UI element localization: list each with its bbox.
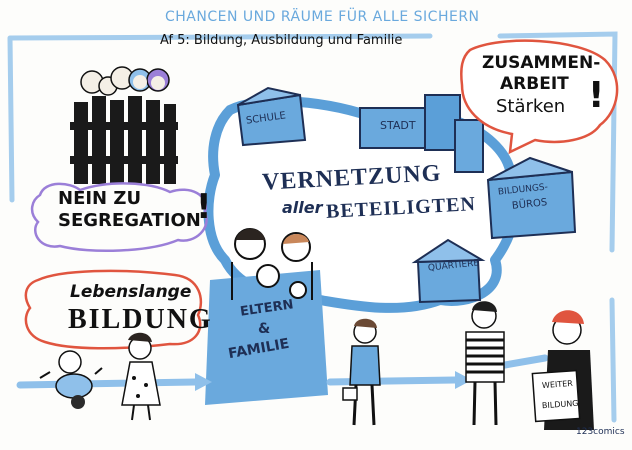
label-city: STADT bbox=[380, 119, 416, 132]
artist-credit: 123comics bbox=[576, 427, 625, 437]
page-title: CHANCEN UND RÄUME FÜR ALLE SICHERN bbox=[165, 9, 480, 25]
cooperation-text-line3: Stärken bbox=[496, 96, 566, 117]
cooperation-bubble bbox=[460, 39, 619, 155]
school-building bbox=[236, 86, 307, 147]
baby-figure bbox=[39, 350, 103, 409]
segregation-text-line1: NEIN ZU bbox=[58, 188, 142, 209]
family-block bbox=[205, 228, 328, 405]
neighbourhood-house bbox=[411, 238, 486, 304]
older-man-figure bbox=[531, 310, 594, 430]
segregation-text-line2: SEGREGATION bbox=[58, 210, 201, 231]
cooperation-text-line1: ZUSAMMEN- bbox=[482, 53, 601, 73]
woman-figure bbox=[342, 318, 381, 426]
family-label-2: & bbox=[258, 321, 271, 337]
young-man-figure bbox=[465, 301, 505, 426]
city-buildings bbox=[359, 94, 484, 173]
segregation-bubble bbox=[30, 182, 208, 253]
segregation-exclamation: ! bbox=[196, 187, 212, 227]
lifelong-text: Lebenslange bbox=[70, 282, 192, 302]
frame-stroke bbox=[7, 31, 618, 423]
network-aller: aller bbox=[282, 198, 323, 217]
girl-figure bbox=[121, 332, 161, 421]
education-text: BILDUNG bbox=[68, 304, 213, 335]
cooperation-text-line2: ARBEIT bbox=[500, 74, 569, 94]
page-subtitle: Af 5: Bildung, Ausbildung und Familie bbox=[160, 33, 403, 48]
education-office-building bbox=[486, 156, 577, 240]
lifelong-learning-bubble bbox=[24, 269, 203, 350]
children-behind-fence bbox=[80, 66, 170, 96]
fence bbox=[70, 96, 178, 184]
cooperation-exclamation: ! bbox=[588, 75, 605, 116]
